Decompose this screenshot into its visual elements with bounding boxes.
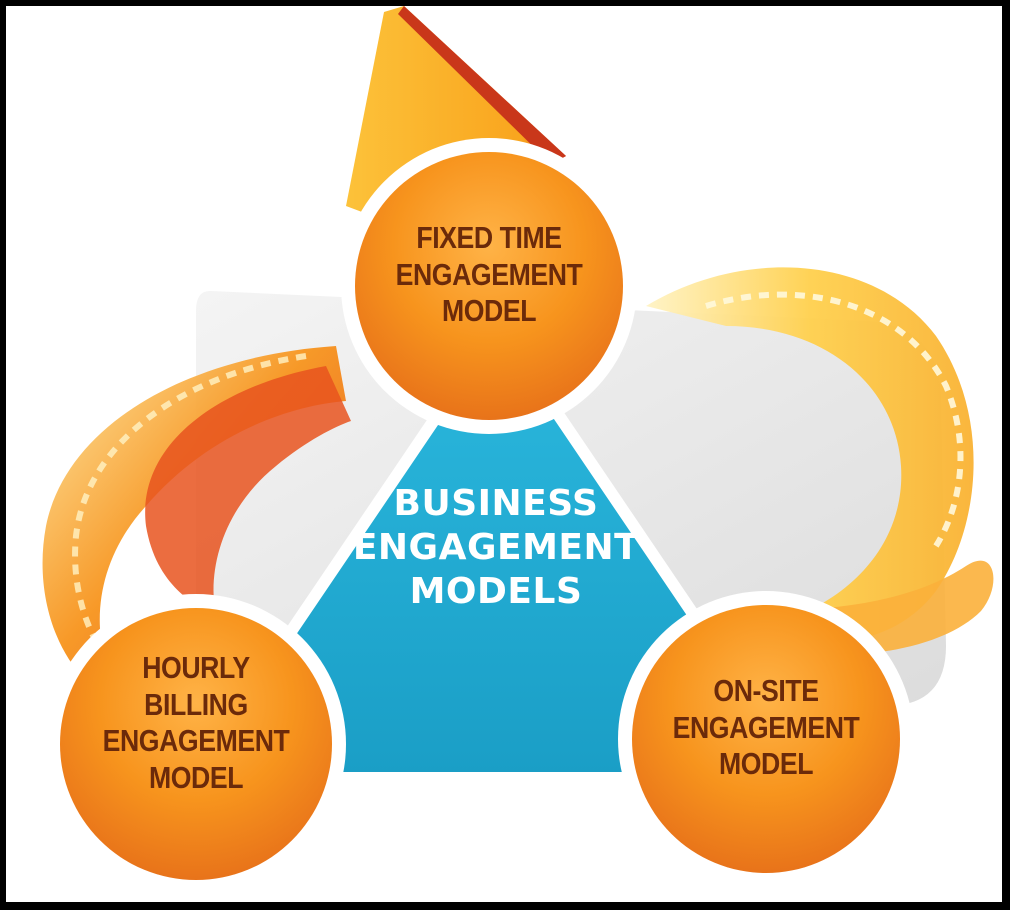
center-label-line-2: ENGAGEMENT [352,526,640,568]
node-left-label: HOURLY BILLING ENGAGEMENT MODEL [76,650,317,796]
node-right-line-3: MODEL [718,746,814,782]
center-label: BUSINESS ENGAGEMENT MODELS [296,482,696,614]
diagram-graphic [42,6,994,894]
node-right-line-1: ON-SITE [713,673,819,708]
node-top-line-2: ENGAGEMENT [395,256,583,292]
node-right-line-2: ENGAGEMENT [672,709,860,745]
node-right-label: ON-SITE ENGAGEMENT MODEL [646,673,887,783]
node-left-circle [46,594,346,894]
diagram-canvas: BUSINESS ENGAGEMENT MODELS FIXED TIME EN… [6,6,1002,902]
node-top-circle [341,138,637,434]
center-label-line-1: BUSINESS [393,483,599,524]
node-top-line-3: MODEL [441,293,537,329]
left-swirl [42,346,346,706]
left-swirl-highlight [72,353,307,673]
node-left-line-2: BILLING [144,686,248,722]
left-swirl-inner [145,366,351,616]
right-swirl-highlight [705,291,964,548]
node-right-circle [618,591,914,887]
node-left-line-1: HOURLY [142,650,250,685]
node-left-line-3: ENGAGEMENT [102,723,290,759]
right-swirl [646,267,974,642]
cone-edge [398,6,566,164]
node-top-label: FIXED TIME ENGAGEMENT MODEL [369,220,610,330]
center-label-line-3: MODELS [409,570,583,612]
node-top-line-1: FIXED TIME [416,220,562,255]
node-left-line-4: MODEL [148,759,244,795]
